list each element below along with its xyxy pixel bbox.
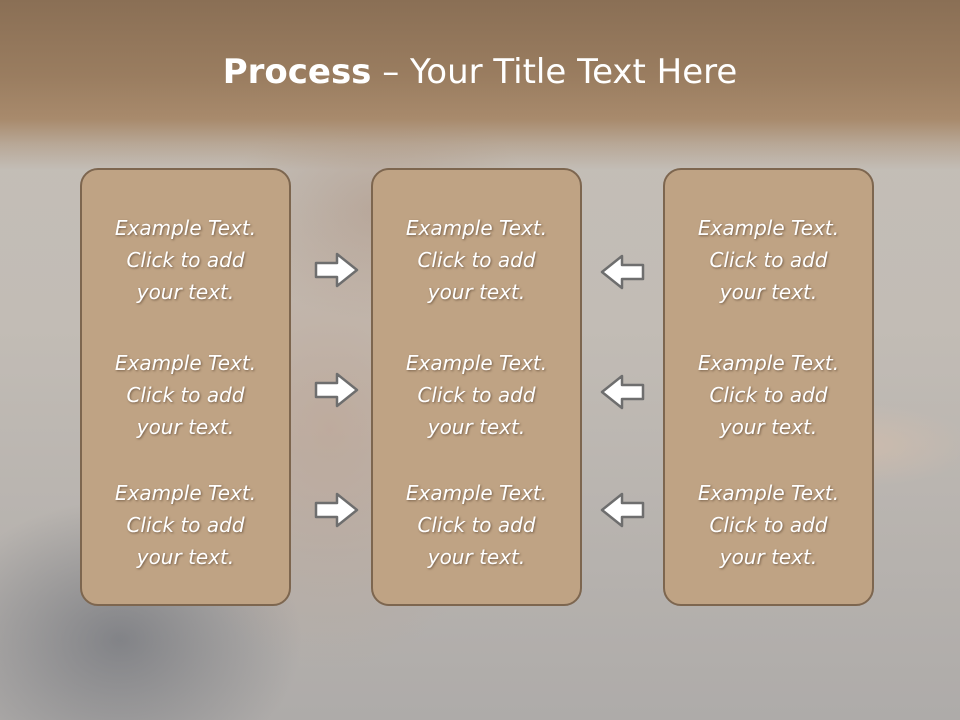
text-line: Click to add: [709, 513, 828, 537]
middle-panel[interactable]: Example Text. Click to add your text. Ex…: [371, 168, 582, 606]
text-line: Click to add: [417, 513, 536, 537]
text-block[interactable]: Example Text. Click to add your text.: [665, 347, 872, 443]
text-line: your text.: [427, 545, 526, 569]
text-block[interactable]: Example Text. Click to add your text.: [665, 212, 872, 308]
right-panel[interactable]: Example Text. Click to add your text. Ex…: [663, 168, 874, 606]
text-line: Example Text.: [697, 481, 840, 505]
text-line: your text.: [427, 415, 526, 439]
text-line: Example Text.: [114, 351, 257, 375]
text-line: Example Text.: [114, 481, 257, 505]
text-line: Click to add: [709, 248, 828, 272]
text-line: Click to add: [126, 513, 245, 537]
text-line: Example Text.: [697, 351, 840, 375]
text-line: Example Text.: [697, 216, 840, 240]
title-rest: – Your Title Text Here: [371, 52, 738, 92]
slide-title[interactable]: Process – Your Title Text Here: [0, 52, 960, 92]
text-line: Click to add: [709, 383, 828, 407]
right-arrow-icon[interactable]: [313, 370, 361, 410]
text-line: your text.: [719, 545, 818, 569]
text-line: Click to add: [126, 383, 245, 407]
left-arrow-icon[interactable]: [598, 490, 646, 530]
text-line: Example Text.: [405, 216, 548, 240]
right-arrow-icon[interactable]: [313, 250, 361, 290]
text-line: your text.: [136, 415, 235, 439]
text-line: Click to add: [126, 248, 245, 272]
text-line: your text.: [427, 280, 526, 304]
text-block[interactable]: Example Text. Click to add your text.: [665, 477, 872, 573]
text-line: Example Text.: [405, 351, 548, 375]
text-line: your text.: [719, 280, 818, 304]
text-line: Example Text.: [405, 481, 548, 505]
left-panel[interactable]: Example Text. Click to add your text. Ex…: [80, 168, 291, 606]
text-line: Click to add: [417, 248, 536, 272]
title-bold: Process: [222, 52, 372, 92]
text-block[interactable]: Example Text. Click to add your text.: [82, 477, 289, 573]
right-arrow-icon[interactable]: [313, 490, 361, 530]
text-block[interactable]: Example Text. Click to add your text.: [373, 347, 580, 443]
text-block[interactable]: Example Text. Click to add your text.: [82, 212, 289, 308]
text-line: Example Text.: [114, 216, 257, 240]
text-line: Click to add: [417, 383, 536, 407]
text-block[interactable]: Example Text. Click to add your text.: [373, 477, 580, 573]
text-line: your text.: [136, 280, 235, 304]
left-arrow-icon[interactable]: [598, 252, 646, 292]
header-band: [0, 0, 960, 170]
left-arrow-icon[interactable]: [598, 372, 646, 412]
text-block[interactable]: Example Text. Click to add your text.: [373, 212, 580, 308]
text-line: your text.: [136, 545, 235, 569]
text-line: your text.: [719, 415, 818, 439]
text-block[interactable]: Example Text. Click to add your text.: [82, 347, 289, 443]
